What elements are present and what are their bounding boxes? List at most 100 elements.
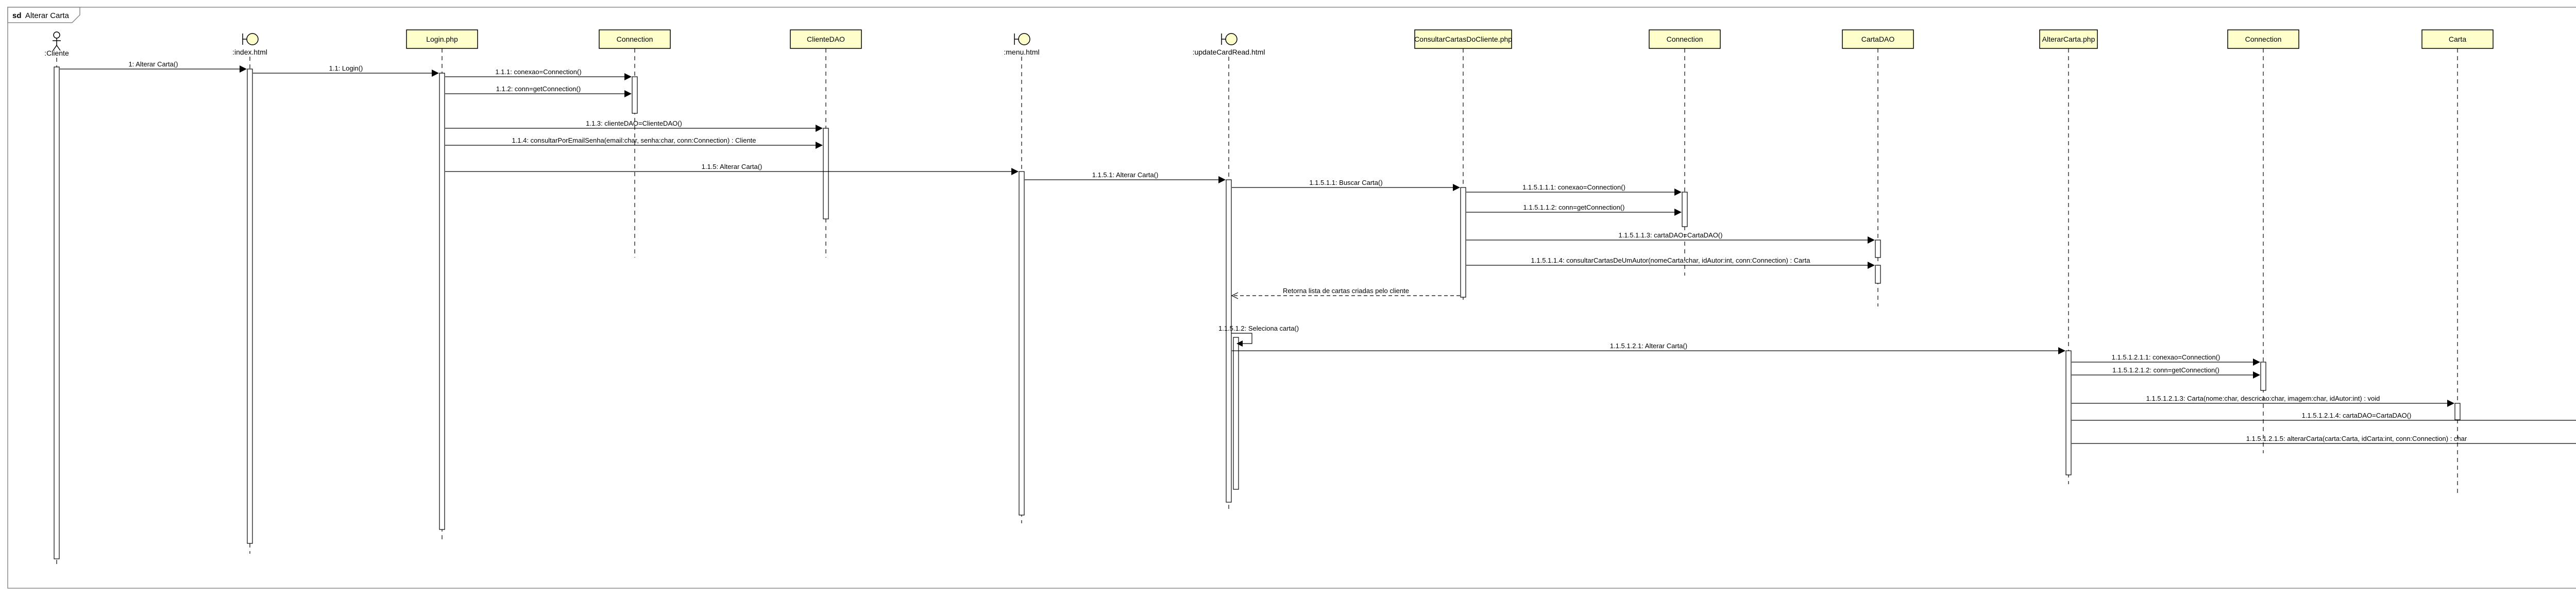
message-1-1: 1.1: Login() — [253, 64, 439, 77]
frame-title-tab — [7, 7, 80, 23]
message-1-1-5-1-2-1-3: 1.1.5.1.2.1.3: Carta(nome:char, descrica… — [2072, 395, 2454, 407]
lifeline-label-conn3: Connection — [2245, 35, 2282, 43]
actor-icon — [53, 31, 61, 51]
message-arrowhead — [1868, 262, 1875, 269]
lifeline-box-conn3 — [2227, 29, 2299, 49]
message-1-1-5-1-2-1-4: 1.1.5.1.2.1.4: cartaDAO=CartaDAO() — [2072, 412, 2576, 421]
message-1-1-5-1-2-1-2: 1.1.5.1.2.1.2: conn=getConnection() — [2072, 366, 2260, 379]
boundary-icon-circle — [1225, 33, 1238, 45]
message-label: 1.1.5.1.2.1.5: alterarCarta(carta:Carta,… — [2246, 435, 2467, 442]
message-label: 1.1.5.1.1: Buscar Carta() — [1309, 179, 1382, 186]
activations-layer — [54, 66, 2461, 559]
activation-bar — [823, 128, 829, 219]
message-label: 1.1.5.1.1.3: cartaDAO=CartaDAO() — [1619, 231, 1723, 239]
message-arrowhead — [1011, 168, 1019, 175]
message-line — [1231, 333, 1252, 344]
lifeline-box-clientedao — [790, 29, 862, 49]
activation-bar — [439, 73, 445, 530]
message-arrowhead — [1674, 209, 1682, 216]
boundary-icon-circle — [1018, 33, 1030, 45]
message-1-1-5-1-2-1: 1.1.5.1.2.1: Alterar Carta() — [1232, 342, 2065, 354]
actor-icon-leg-right — [56, 45, 61, 51]
lifeline-label-clientedao: ClienteDAO — [807, 35, 845, 43]
message-1-1-3: 1.1.3: clienteDAO=ClienteDAO() — [445, 119, 823, 132]
message-label: 1.1.5.1.1.1: conexao=Connection() — [1522, 183, 1625, 191]
activation-bar — [1875, 240, 1881, 258]
message-label: 1.1.5: Alterar Carta() — [702, 163, 762, 170]
activation-bar — [2065, 350, 2072, 475]
lifeline-box-conn2 — [1649, 29, 1721, 49]
message-label: 1.1.5.1.2.1.1: conexao=Connection() — [2112, 353, 2221, 361]
lifeline-cartadao1: CartaDAO — [1842, 29, 1914, 306]
message-1-1-2: 1.1.2: conn=getConnection() — [445, 85, 632, 97]
message-1-1-5-1-1-3: 1.1.5.1.1.3: cartaDAO=CartaDAO() — [1466, 231, 1875, 244]
lifeline-label-update: :updateCardRead.html — [1193, 48, 1265, 56]
frame-border — [7, 7, 2576, 589]
message-label: 1.1.5.1.2.1.2: conn=getConnection() — [2112, 366, 2219, 374]
lifeline-conn1: Connection — [599, 29, 671, 258]
message-label: 1.1.5.1.2.1: Alterar Carta() — [1610, 342, 1687, 350]
message-label: 1.1.3: clienteDAO=ClienteDAO() — [586, 119, 682, 127]
activation-bar — [1875, 265, 1881, 284]
message-1-1-5-1-2-1-1: 1.1.5.1.2.1.1: conexao=Connection() — [2072, 353, 2260, 366]
message-arrowhead — [2253, 358, 2260, 366]
message-arrowhead — [1218, 176, 1226, 183]
boundary-icon — [1014, 33, 1030, 45]
actor-icon-leg-left — [53, 45, 57, 51]
boundary-icon — [1221, 33, 1238, 45]
message-label: 1.1.5.1.1.4: consultarCartasDeUmAutor(no… — [1531, 257, 1811, 264]
lifeline-box-login — [406, 29, 478, 49]
message-1-1-5-1-1-1: 1.1.5.1.1.1: conexao=Connection() — [1466, 183, 1682, 196]
message-label: 1.1.5.1: Alterar Carta() — [1092, 171, 1159, 179]
actor-icon-head — [53, 31, 60, 39]
lifeline-cliente: :Cliente — [44, 31, 69, 567]
lifeline-label-login: Login.php — [426, 35, 458, 43]
lifeline-label-index: :index.html — [232, 48, 267, 56]
message-label: 1.1.1: conexao=Connection() — [495, 68, 581, 76]
activation-bar — [1226, 179, 1232, 503]
message-arrowhead — [1236, 340, 1243, 347]
activation-bar — [1682, 192, 1688, 227]
message-1: 1: Alterar Carta() — [60, 60, 247, 73]
message-retorna-lista-de-cartas-criadas-pelo-cliente: Retorna lista de cartas criadas pelo cli… — [1231, 287, 1460, 299]
frame-title: Alterar Carta — [25, 11, 70, 20]
lifelines-layer: :Cliente :index.html Login.php Connection Cl… — [44, 29, 2494, 567]
message-label: 1.1.5.1.2.1.4: cartaDAO=CartaDAO() — [2302, 412, 2412, 419]
message-1-1-1: 1.1.1: conexao=Connection() — [445, 68, 632, 80]
lifeline-label-carta: Carta — [2449, 35, 2466, 43]
lifeline-conn2: Connection — [1649, 29, 1721, 276]
message-label: 1: Alterar Carta() — [128, 60, 178, 68]
message-arrowhead — [816, 125, 823, 132]
message-1-1-5: 1.1.5: Alterar Carta() — [445, 163, 1019, 175]
boundary-icon — [242, 33, 259, 45]
activation-bar — [2454, 403, 2461, 420]
message-1-1-5-1-1-2: 1.1.5.1.1.2: conn=getConnection() — [1466, 203, 1682, 216]
lifeline-alterar: AlterarCarta.php — [2039, 29, 2098, 484]
activation-bar — [1460, 187, 1466, 298]
lifeline-consultar: ConsultarCartasDoCliente.php — [1414, 29, 1512, 301]
message-label: 1.1.2: conn=getConnection() — [496, 85, 581, 93]
lifeline-label-menu: :menu.html — [1004, 48, 1039, 56]
message-arrowhead — [2058, 347, 2065, 354]
message-arrowhead — [624, 90, 632, 97]
message-arrowhead — [816, 142, 823, 149]
message-label: 1.1.5.1.1.2: conn=getConnection() — [1523, 203, 1625, 211]
activation-bar — [247, 69, 253, 544]
message-arrowhead — [240, 65, 247, 73]
activation-bar — [632, 76, 638, 114]
message-label: 1.1.5.1.2: Seleciona carta() — [1218, 324, 1299, 332]
lifeline-label-conn2: Connection — [1667, 35, 1703, 43]
activation-bar — [1019, 171, 1025, 516]
lifeline-box-consultar — [1414, 29, 1512, 49]
message-1-1-5-1-2: 1.1.5.1.2: Seleciona carta() — [1218, 324, 1299, 347]
message-1-1-5-1-1-4: 1.1.5.1.1.4: consultarCartasDeUmAutor(no… — [1466, 257, 1875, 269]
message-arrowhead — [1868, 236, 1875, 244]
boundary-icon-circle — [246, 33, 259, 45]
activation-bar — [2260, 362, 2266, 391]
lifeline-label-cartadao1: CartaDAO — [1861, 35, 1895, 43]
message-label: 1.1.5.1.2.1.3: Carta(nome:char, descrica… — [2146, 395, 2380, 402]
message-label: Retorna lista de cartas criadas pelo cli… — [1283, 287, 1409, 295]
messages-layer: 1: Alterar Carta() 1.1: Login() 1.1.1: con… — [60, 60, 2576, 444]
